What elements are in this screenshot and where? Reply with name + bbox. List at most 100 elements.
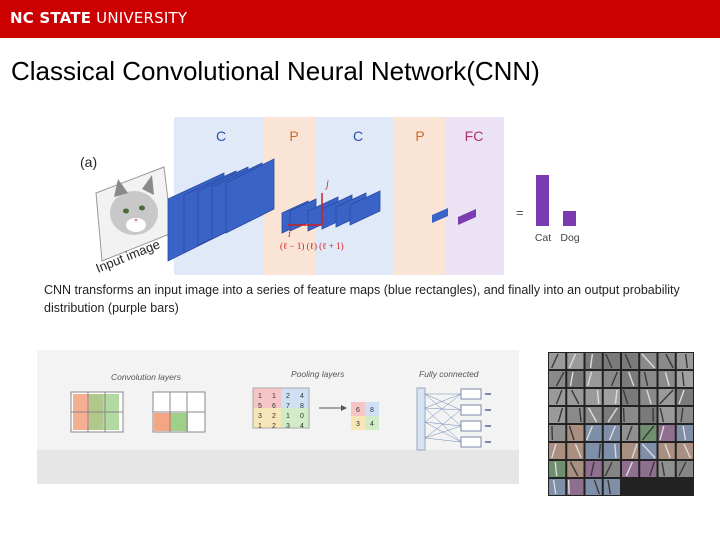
brand-rest: UNIVERSITY: [91, 9, 188, 27]
output-bar-cat: [536, 175, 549, 226]
filter-stroke: [554, 461, 558, 477]
pool-cell: 0: [300, 413, 304, 420]
filter-stroke: [571, 389, 580, 405]
filter-cell: [567, 461, 584, 477]
filter-cell: [622, 371, 639, 387]
filter-stroke: [557, 407, 564, 423]
filter-stroke: [593, 479, 600, 495]
pool-cell: 8: [300, 403, 304, 410]
fc-vector: [458, 209, 476, 225]
conv-band-2: [316, 117, 394, 275]
learned-filters-figure: [548, 352, 694, 496]
index-i-label: i: [288, 229, 291, 240]
filter-cell: [585, 371, 602, 387]
filter-stroke: [649, 461, 655, 477]
pool-cell: 2: [272, 413, 276, 420]
output-bar-dog: [563, 211, 576, 226]
filter-stroke: [684, 353, 689, 369]
pooled-cell: 3: [356, 421, 360, 428]
pool-cell: 1: [258, 393, 262, 400]
filter-stroke: [589, 353, 594, 369]
filter-stroke: [610, 371, 618, 387]
filter-cell: [603, 461, 620, 477]
filter-cell: [603, 443, 620, 459]
filter-stroke: [598, 443, 601, 459]
filter-cell: [549, 479, 566, 495]
filter-cell: [658, 353, 675, 369]
filter-stroke: [628, 371, 635, 387]
filter-stroke: [569, 461, 579, 477]
pool-cell: 5: [258, 403, 262, 410]
filter-cell: [658, 461, 675, 477]
filter-stroke: [622, 407, 625, 423]
filter-cell: [585, 389, 602, 405]
slide-title: Classical Convolutional Neural Network(C…: [11, 56, 540, 86]
filter-stroke: [643, 371, 649, 387]
layer-index-row: (ℓ − 1) (ℓ) (ℓ + 1): [280, 241, 344, 251]
filter-stroke: [665, 353, 674, 369]
filter-cell: [603, 479, 620, 495]
filter-stroke: [661, 461, 666, 477]
filter-cell: [549, 461, 566, 477]
filter-stroke: [604, 461, 613, 477]
fully-connected-label: Fully connected: [419, 369, 479, 379]
filter-stroke: [590, 461, 595, 477]
filter-stroke: [625, 461, 634, 477]
filter-cell: [585, 443, 602, 459]
output-probability-bars: [536, 175, 576, 226]
pooling-layers-label: Pooling layers: [291, 369, 345, 379]
filter-stroke: [568, 425, 575, 441]
stage-label-fc: FC: [465, 128, 484, 144]
filter-cell: [622, 407, 639, 423]
stage-label-conv-1: C: [216, 128, 226, 144]
filter-stroke: [555, 371, 565, 387]
filter-stroke: [569, 371, 574, 387]
filter-cell: [549, 407, 566, 423]
equals-sign: =: [516, 205, 524, 220]
filter-stroke: [626, 425, 633, 441]
pooled-cell: 6: [356, 407, 360, 414]
filter-stroke: [607, 479, 611, 495]
filter-stroke: [659, 425, 665, 441]
filter-stroke: [596, 389, 600, 405]
filter-stroke: [641, 425, 655, 441]
filter-cell: [585, 461, 602, 477]
filter-cell: [549, 425, 566, 441]
pool-cell: 6: [272, 403, 276, 410]
filter-stroke: [624, 353, 632, 369]
filter-cell: [567, 425, 584, 441]
filter-stroke: [646, 389, 652, 405]
filter-stroke: [588, 407, 598, 423]
university-logo: NC STATE UNIVERSITY: [10, 9, 187, 27]
panel-label-a: (a): [80, 154, 97, 170]
filter-stroke: [605, 353, 613, 369]
filter-stroke: [680, 407, 684, 423]
pooled-output-grid: [351, 402, 379, 430]
pool-cell: 3: [286, 423, 290, 430]
pool-cell: 4: [300, 393, 304, 400]
filter-cell: [676, 353, 693, 369]
filter-cell: [658, 443, 675, 459]
filter-cell: [622, 443, 639, 459]
pool-cell: 1: [258, 423, 262, 430]
filter-stroke: [622, 389, 629, 405]
pool-cell: 2: [272, 423, 276, 430]
filter-stroke: [641, 353, 656, 369]
conv-input-grid: [70, 391, 124, 433]
filter-cell: [640, 407, 657, 423]
filter-stroke: [659, 407, 665, 423]
conv-layers-label: Convolution layers: [111, 372, 182, 382]
filter-stroke: [551, 443, 557, 459]
filter-stroke: [551, 353, 559, 369]
feature-maps-conv-2: [307, 190, 381, 232]
filter-cell: [567, 479, 584, 495]
filter-stroke: [552, 479, 557, 495]
filter-stroke: [681, 371, 685, 387]
filter-cell: [603, 389, 620, 405]
filter-stroke: [568, 353, 577, 369]
filter-stroke: [555, 389, 563, 405]
pooling-arrow: [319, 405, 347, 411]
filter-stroke: [631, 443, 638, 459]
pool-cell: 3: [258, 413, 262, 420]
filter-stroke: [682, 425, 687, 441]
